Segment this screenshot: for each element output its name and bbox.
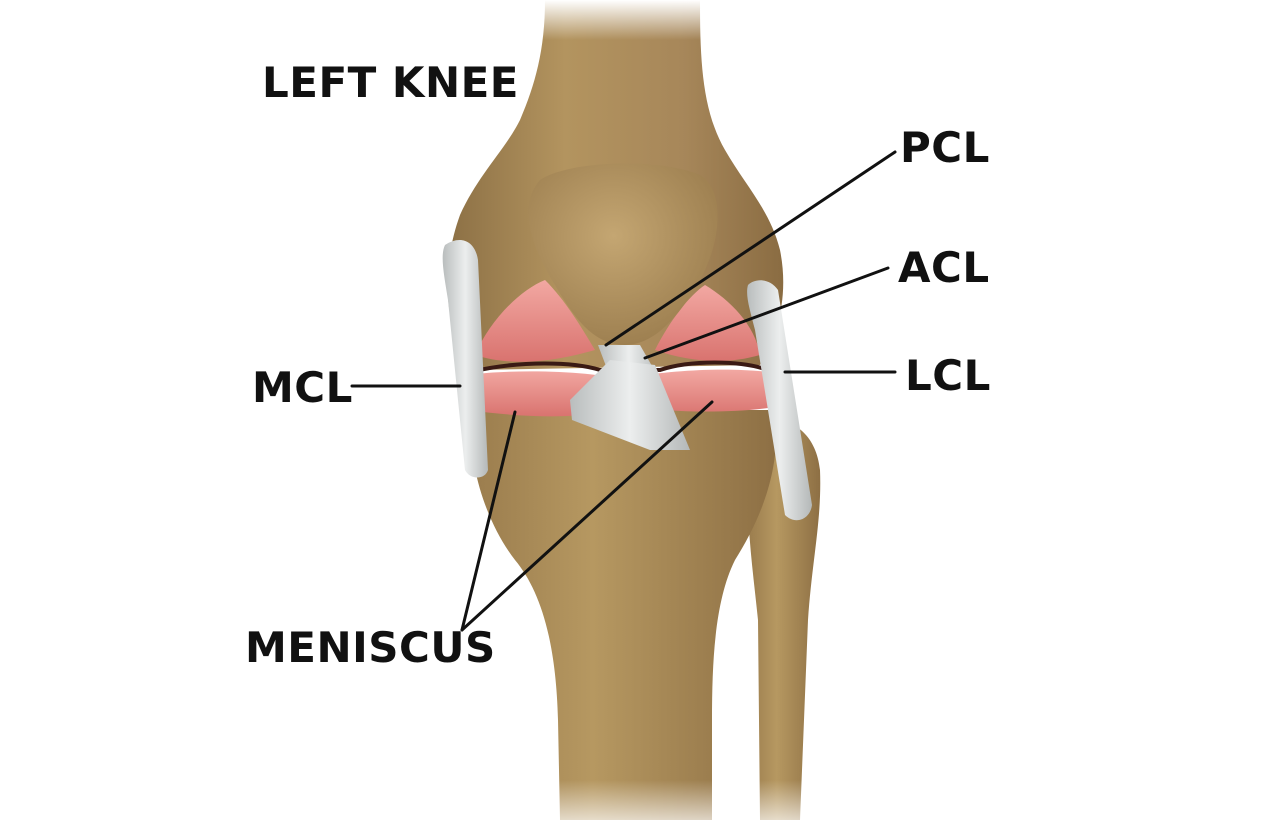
- acl-label: ACL: [898, 243, 990, 292]
- lcl-ligament: [747, 280, 812, 521]
- pcl-leader: [604, 150, 897, 347]
- lateral-condyle-cartilage: [655, 285, 760, 362]
- patella-bone: [528, 163, 718, 345]
- lcl-label: LCL: [905, 351, 991, 400]
- medial-condyle-cartilage: [475, 280, 595, 362]
- pcl-label: PCL: [900, 123, 990, 172]
- fibula-bone: [747, 420, 821, 820]
- meniscus-leader-1: [460, 410, 517, 632]
- acl-leader: [643, 266, 890, 360]
- meniscus-label: MENISCUS: [245, 623, 496, 672]
- meniscus-leader-2: [460, 400, 714, 632]
- top-fade: [500, 0, 760, 40]
- diagram-title: LEFT KNEE: [262, 58, 519, 107]
- mcl-label: MCL: [252, 363, 353, 412]
- mcl-ligament: [442, 240, 488, 478]
- acl-ligament: [570, 360, 690, 450]
- tibia-bone: [469, 410, 777, 820]
- bottom-fade: [520, 780, 840, 840]
